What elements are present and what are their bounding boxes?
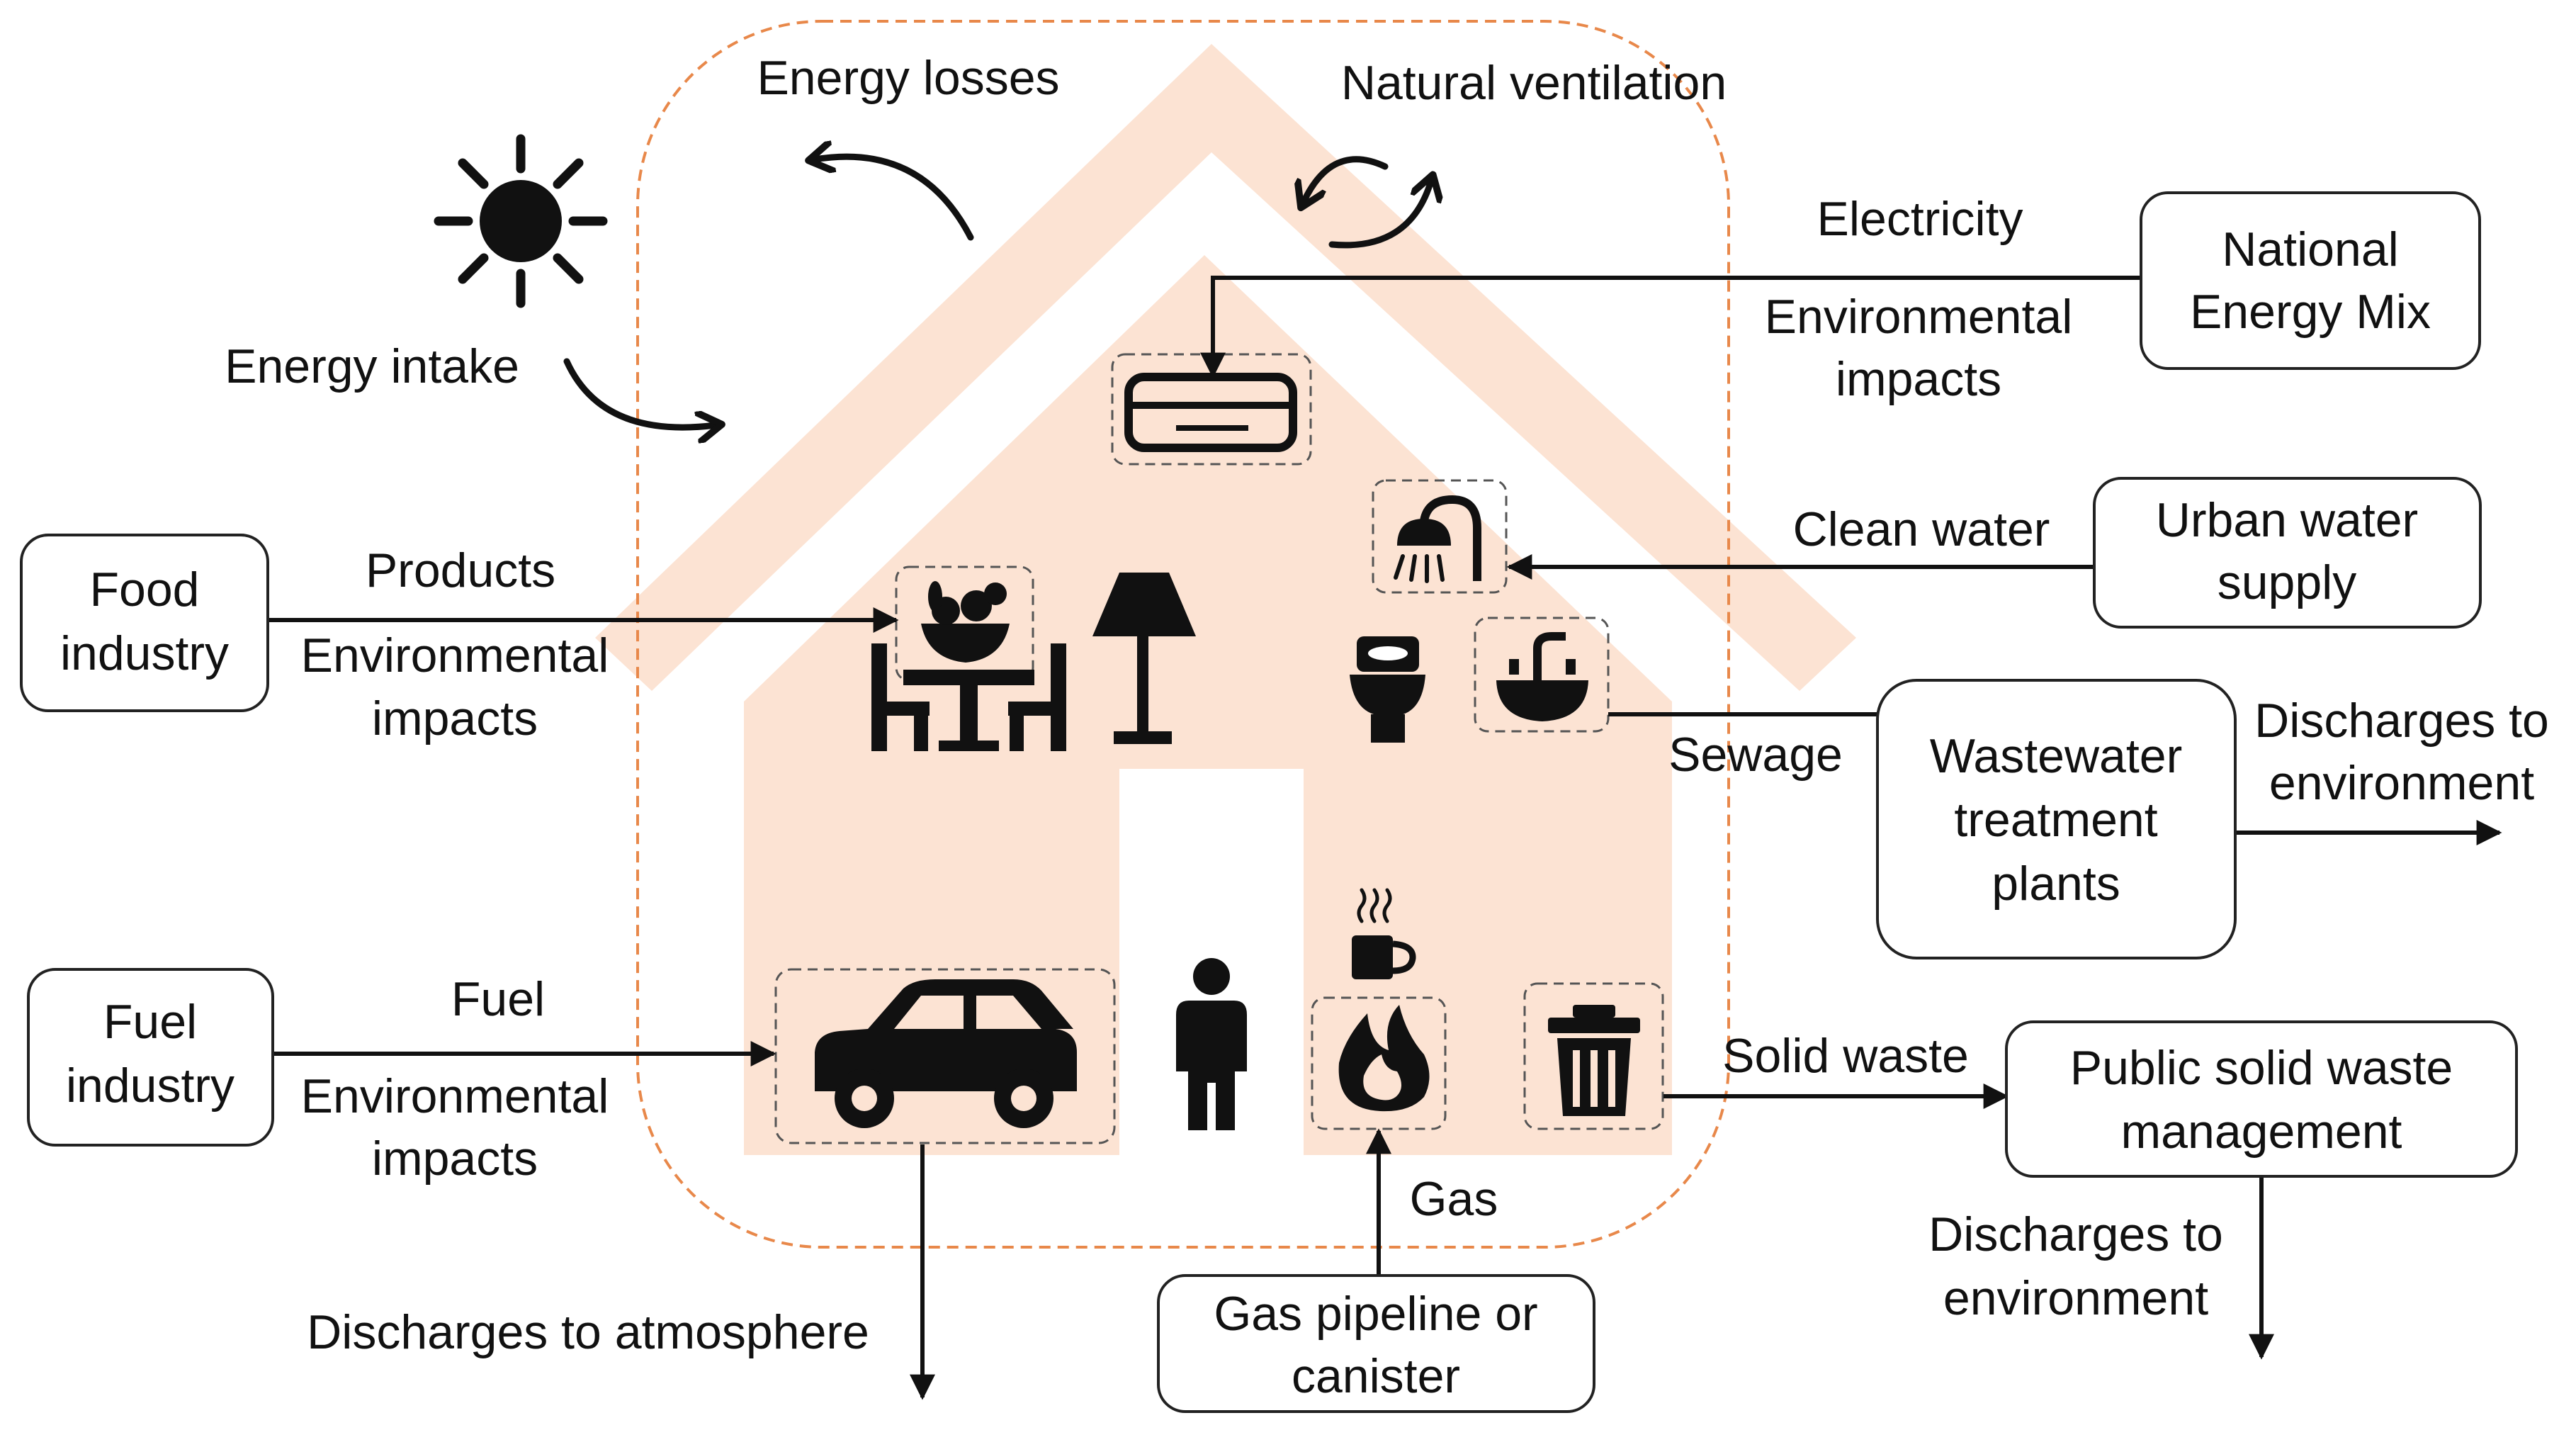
atmosphere-discharge-label: Discharges to atmosphere: [307, 1305, 869, 1359]
fuel-industry-line-1: Fuel: [103, 995, 197, 1049]
wastewater-treatment-line-3: plants: [1992, 857, 2120, 911]
energy-losses-arrow: [815, 157, 974, 241]
gas-flame-icon: [1338, 1005, 1430, 1112]
fuel-impacts-line-2: impacts: [372, 1132, 538, 1186]
floor-lamp-icon: [1092, 573, 1196, 744]
energy-intake-arrow: [563, 358, 716, 427]
urban-water-supply-line-1: Urban water: [2156, 493, 2418, 547]
fruit-bowl-icon: [921, 581, 1010, 663]
electricity-label: Electricity: [1817, 192, 2023, 246]
wastewater-treatment-line-1: Wastewater: [1930, 729, 2182, 783]
sewage-label: Sewage: [1668, 728, 1843, 782]
public-solid-waste-line-2: management: [2121, 1105, 2402, 1159]
wastewater-discharge-line-2: environment: [2269, 756, 2534, 810]
urban-water-supply-box: Urban water supply: [2093, 477, 2482, 629]
electricity-impacts-line-2: impacts: [1836, 352, 2001, 406]
energy-losses-label: Energy losses: [757, 51, 1059, 105]
car-icon: [815, 979, 1077, 1128]
public-solid-waste-line-1: Public solid waste: [2070, 1041, 2453, 1095]
urban-water-supply-line-2: supply: [2218, 556, 2357, 609]
coffee-cup-icon: [1352, 888, 1416, 979]
house-background: [595, 44, 1856, 1155]
food-industry-box: Food industry: [20, 534, 269, 712]
system-boundary: [636, 20, 1730, 1249]
clean-water-label: Clean water: [1793, 502, 2050, 556]
gas-pipeline-box: Gas pipeline or canister: [1157, 1274, 1595, 1413]
natural-ventilation-label: Natural ventilation: [1341, 56, 1727, 110]
shower-icon: [1394, 495, 1481, 583]
fuel-industry-line-2: industry: [66, 1059, 235, 1113]
fuel-label: Fuel: [451, 972, 545, 1026]
electricity-line: [1200, 276, 2141, 378]
solid-waste-discharge-line-2: environment: [1943, 1271, 2208, 1325]
flow-lines: [268, 276, 2502, 1400]
natural-ventilation-icon: [1304, 156, 1431, 249]
products-impacts-line-2: impacts: [372, 692, 538, 745]
food-industry-line-1: Food: [90, 563, 200, 617]
labels: Energy losses Natural ventilation Energy…: [225, 51, 2549, 1359]
fuel-industry-box: Fuel industry: [27, 968, 274, 1147]
gas-pipeline-line-2: canister: [1292, 1349, 1460, 1403]
national-energy-mix-line-2: Energy Mix: [2190, 285, 2431, 339]
sink-icon: [1496, 632, 1588, 721]
toilet-icon: [1350, 636, 1425, 743]
public-solid-waste-box: Public solid waste management: [2005, 1020, 2518, 1178]
fuel-impacts-line-1: Environmental: [301, 1069, 609, 1123]
products-label: Products: [366, 544, 555, 597]
energy-intake-label: Energy intake: [225, 339, 519, 393]
gas-pipeline-line-1: Gas pipeline or: [1214, 1287, 1537, 1341]
electricity-impacts-line-1: Environmental: [1765, 290, 2073, 344]
gas-label: Gas: [1410, 1172, 1498, 1226]
dining-table-icon: [871, 643, 1066, 751]
person-icon: [1176, 958, 1247, 1130]
national-energy-mix-box: National Energy Mix: [2140, 191, 2481, 370]
food-industry-line-2: industry: [60, 626, 229, 680]
solid-waste-discharge-line-1: Discharges to: [1928, 1207, 2223, 1261]
house-roof-band: [595, 44, 1856, 691]
solid-waste-label: Solid waste: [1722, 1029, 1969, 1083]
wastewater-discharge-line-1: Discharges to: [2254, 694, 2549, 748]
sun-icon: [434, 134, 608, 308]
trash-bin-icon: [1548, 1005, 1640, 1116]
wastewater-treatment-box: Wastewater treatment plants: [1876, 679, 2237, 959]
products-impacts-line-1: Environmental: [301, 629, 609, 682]
national-energy-mix-line-1: National: [2222, 223, 2399, 276]
wastewater-treatment-line-2: treatment: [1954, 793, 2157, 847]
